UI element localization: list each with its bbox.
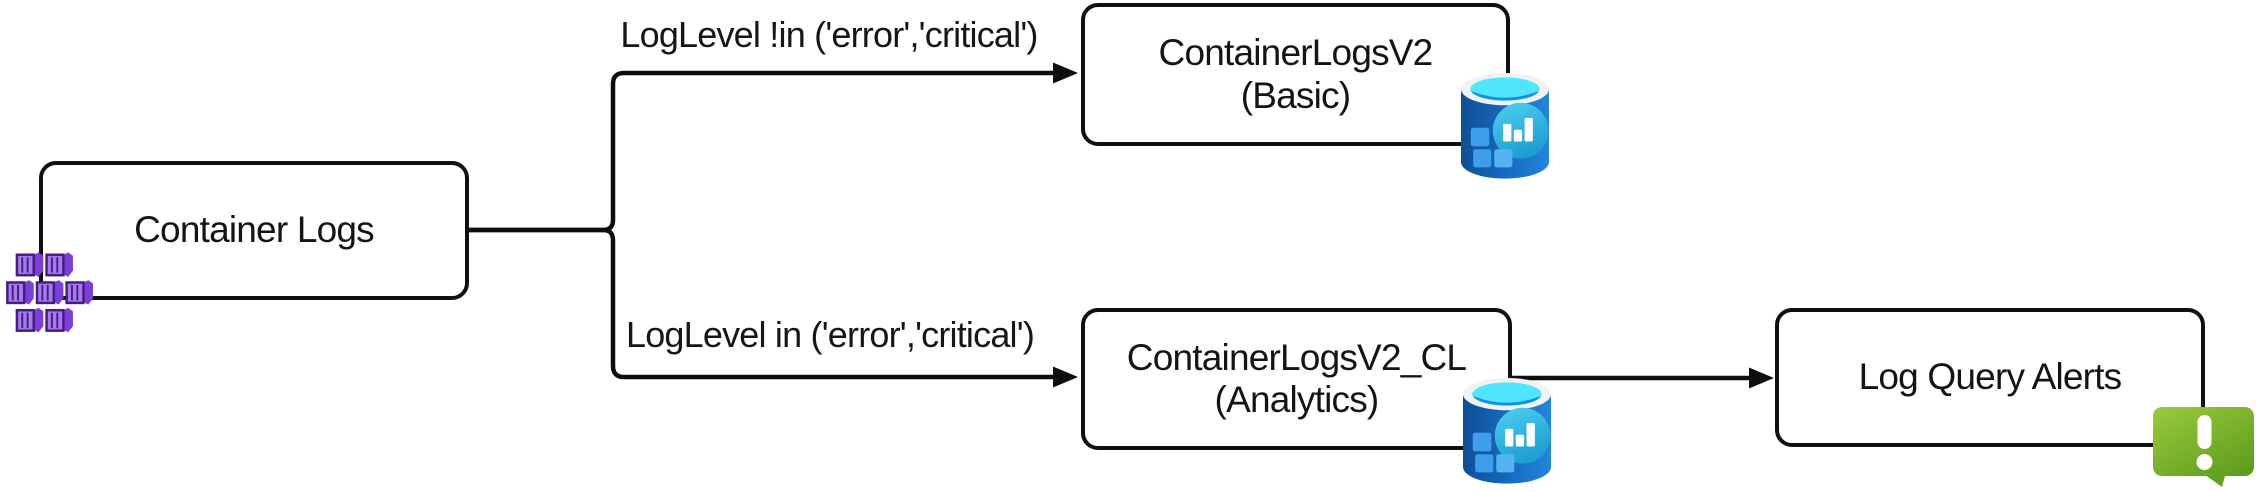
- containers-icon: [6, 251, 95, 335]
- edge-to-basic-line: [467, 70, 1053, 233]
- log-analytics-icon: [1460, 72, 1550, 180]
- node-containerlogsv2-cl-analytics: ContainerLogsV2_CL (Analytics): [1081, 308, 1512, 450]
- node-analytics-label-line2: (Analytics): [1214, 379, 1380, 420]
- node-analytics-label-line1: ContainerLogsV2_CL: [1126, 336, 1467, 378]
- edge-label-analytics-branch: LogLevel in ('error','critical'): [625, 314, 1035, 355]
- node-basic-label-line2: (Basic): [1240, 74, 1351, 116]
- node-basic-label-line1: ContainerLogsV2: [1158, 32, 1434, 74]
- node-containerlogsv2-basic: ContainerLogsV2 (Basic): [1081, 3, 1510, 146]
- edge-label-basic-branch: LogLevel !in ('error','critical'): [620, 14, 1038, 55]
- node-alerts-label: Log Query Alerts: [1858, 356, 2123, 398]
- node-log-query-alerts: Log Query Alerts: [1775, 308, 2205, 447]
- arrowhead-to-analytics: [1053, 366, 1078, 388]
- edge-to-analytics-line: [467, 227, 1053, 380]
- log-analytics-icon: [1462, 377, 1552, 485]
- alert-icon: [2152, 406, 2256, 488]
- arrowhead-to-alerts: [1749, 367, 1774, 389]
- node-container-logs: Container Logs: [39, 161, 469, 300]
- arrowhead-to-basic: [1053, 62, 1078, 84]
- node-container-logs-label: Container Logs: [134, 209, 375, 251]
